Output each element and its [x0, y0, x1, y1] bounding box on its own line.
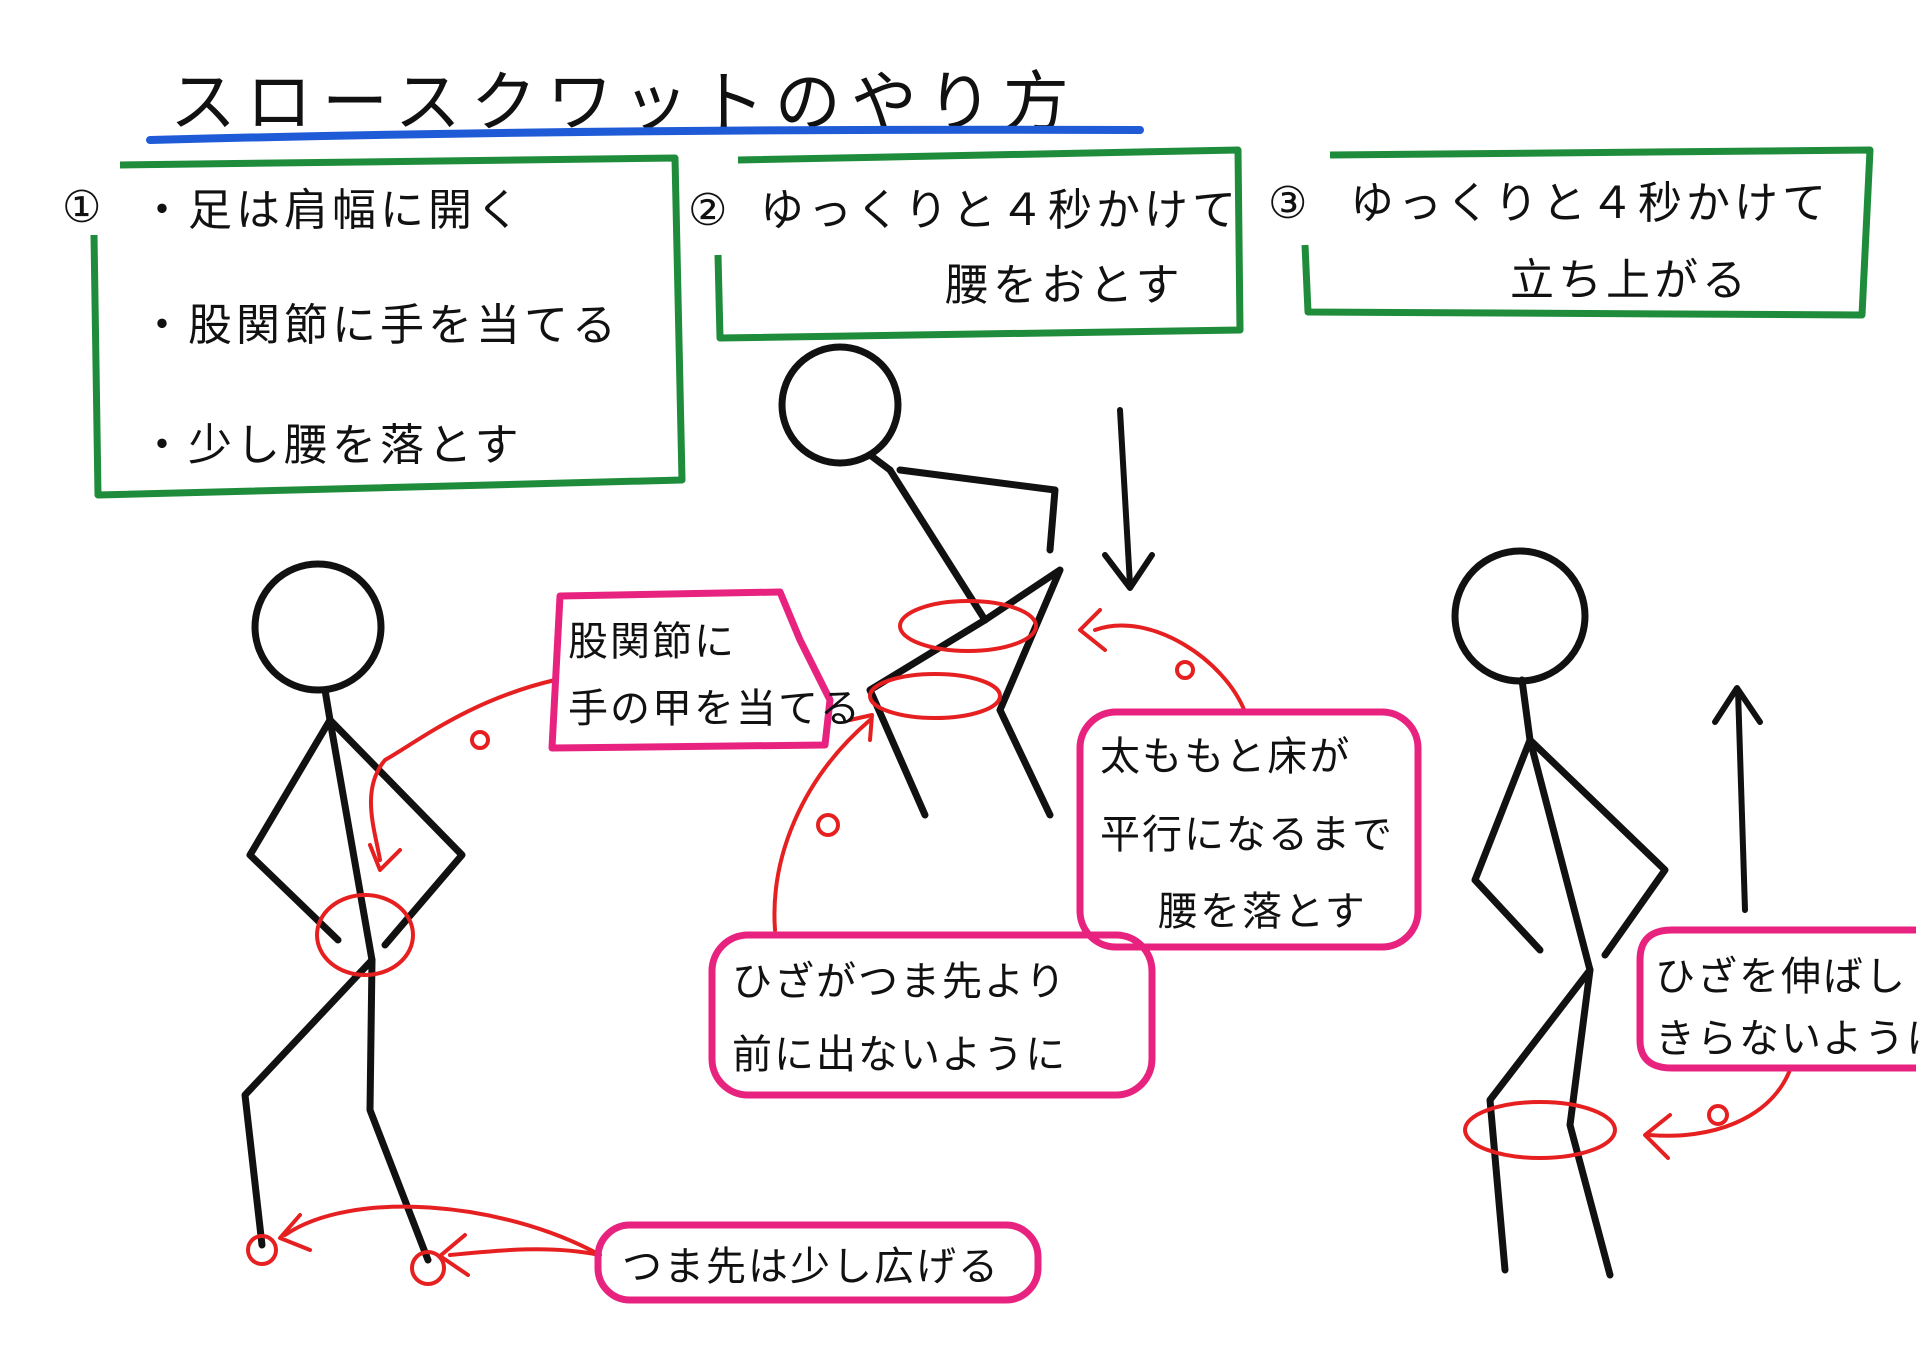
toe-pointer-arrowhead-1 — [278, 1213, 312, 1252]
hip-pointer-dot — [470, 730, 490, 750]
note-thighs-line-3: 腰を落とす — [1158, 889, 1367, 935]
step-1-line-1: ・足は肩幅に開く — [140, 185, 524, 236]
note-knees-line-2: 前に出ないように — [732, 1032, 1067, 1078]
note-toes-line-1: つま先は少し広げる — [622, 1244, 1000, 1290]
note-straighten-box — [1636, 926, 1916, 1072]
thigh-pointer-line — [1093, 623, 1247, 714]
note-knees-line-1: ひざがつま先より — [732, 959, 1067, 1005]
note-hand-on-hip-line-1: 股関節に — [568, 619, 736, 665]
figure-2-neck — [866, 451, 894, 474]
figure-1-markers — [246, 678, 602, 1286]
note-hand-on-hip-line-2: 手の甲を当てる — [568, 686, 862, 732]
figure-1-left-leg — [241, 956, 376, 1249]
thigh-pointer-arrowhead — [1078, 608, 1107, 652]
toe-pointer-line-1 — [283, 1204, 602, 1257]
thigh-circle — [898, 599, 1038, 653]
knee-pointer-line — [772, 718, 872, 932]
step-2-number: ② — [688, 185, 731, 236]
step-2: ② ゆっくりと４秒かけて 腰をおとす — [688, 146, 1244, 342]
title-underline — [146, 125, 1144, 144]
step-1: ① ・足は肩幅に開く ・股関節に手を当てる ・少し腰を落とす — [62, 154, 686, 499]
up-arrow-head — [1712, 685, 1763, 725]
note-toes: つま先は少し広げる — [594, 1221, 1042, 1304]
straighten-pointer-line — [1648, 1068, 1792, 1138]
figure-2-head — [778, 343, 902, 467]
note-thighs: 太ももと床が 平行になるまで 腰を落とす — [1076, 708, 1422, 951]
step-1-number: ① — [62, 182, 105, 233]
figure-3-torso — [1526, 736, 1594, 974]
figure-standing — [241, 560, 466, 1264]
note-straighten: ひざを伸ばし きらないように — [1636, 926, 1920, 1072]
note-knees: ひざがつま先より 前に出ないように — [708, 931, 1156, 1099]
note-toes-box — [594, 1221, 1042, 1304]
step-1-line-3: ・少し腰を落とす — [140, 420, 523, 471]
figure-2-torso — [886, 466, 989, 624]
figure-1-right-arm — [326, 716, 466, 949]
figure-3-markers — [1463, 1068, 1792, 1160]
figure-1-head — [251, 560, 385, 694]
note-straighten-line-1: ひざを伸ばし — [1655, 954, 1907, 1000]
figure-1-neck — [321, 686, 334, 724]
down-arrow-shaft — [1117, 407, 1133, 588]
figure-1-right-leg — [366, 956, 432, 1264]
note-thighs-line-2: 平行になるまで — [1100, 812, 1394, 858]
knee-pointer-dot — [816, 813, 840, 837]
note-knees-box — [708, 931, 1156, 1099]
knee-pointer-arrowhead — [848, 713, 874, 742]
hip-pointer-line — [369, 678, 557, 862]
figure-2-arm — [896, 466, 1059, 554]
hip-pointer-arrowhead — [368, 843, 402, 872]
toe-pointer-line-2 — [448, 1247, 602, 1257]
step-1-line-2: ・股関節に手を当てる — [140, 300, 620, 351]
up-arrow-shaft — [1735, 687, 1748, 913]
figure-3-left-leg — [1486, 966, 1594, 1274]
figure-1-torso — [326, 716, 376, 964]
step-1-box — [90, 154, 686, 499]
straighten-pointer-arrowhead — [1643, 1113, 1672, 1160]
step-3: ③ ゆっくりと４秒かけて 立ち上がる — [1268, 146, 1874, 319]
right-toe-circle — [410, 1250, 446, 1286]
note-thighs-line-1: 太ももと床が — [1100, 734, 1351, 780]
step-3-line-1: ゆっくりと４秒かけて — [1350, 178, 1830, 229]
figure-3-right-arm — [1526, 736, 1669, 959]
step-3-box — [1301, 146, 1874, 319]
figure-3-left-arm — [1471, 736, 1544, 954]
step-3-number: ③ — [1268, 178, 1311, 229]
step-2-line-2: 腰をおとす — [945, 260, 1184, 311]
thigh-pointer-dot — [1175, 660, 1195, 680]
figure-rising — [1451, 547, 1669, 1279]
figure-3-head — [1451, 547, 1589, 685]
knee-circle — [868, 672, 1002, 720]
knee-straighten-circle — [1463, 1100, 1617, 1160]
step-2-line-1: ゆっくりと４秒かけて — [760, 185, 1240, 236]
note-straighten-line-2: きらないように — [1655, 1016, 1920, 1062]
down-arrow-head — [1102, 552, 1155, 591]
note-thighs-box — [1076, 708, 1422, 951]
toe-pointer-arrowhead-2 — [438, 1233, 470, 1277]
figure-2-far-leg — [981, 566, 1064, 819]
step-3-line-2: 立ち上がる — [1510, 255, 1750, 306]
left-toe-circle — [246, 1234, 278, 1266]
hip-circle — [315, 893, 415, 977]
note-hand-on-hip: 股関節に 手の甲を当てる — [548, 588, 862, 752]
straighten-pointer-dot — [1707, 1104, 1729, 1126]
title-group: スロースクワットのやり方 — [146, 64, 1144, 144]
down-arrow-icon — [1102, 407, 1155, 591]
up-arrow-icon — [1712, 685, 1763, 913]
figure-3-right-leg — [1566, 966, 1614, 1279]
step-2-box — [714, 146, 1244, 342]
figure-2-markers — [772, 599, 1247, 932]
note-hand-on-hip-box — [548, 588, 834, 752]
figure-1-left-arm — [246, 716, 342, 944]
figure-3-neck — [1518, 676, 1534, 744]
